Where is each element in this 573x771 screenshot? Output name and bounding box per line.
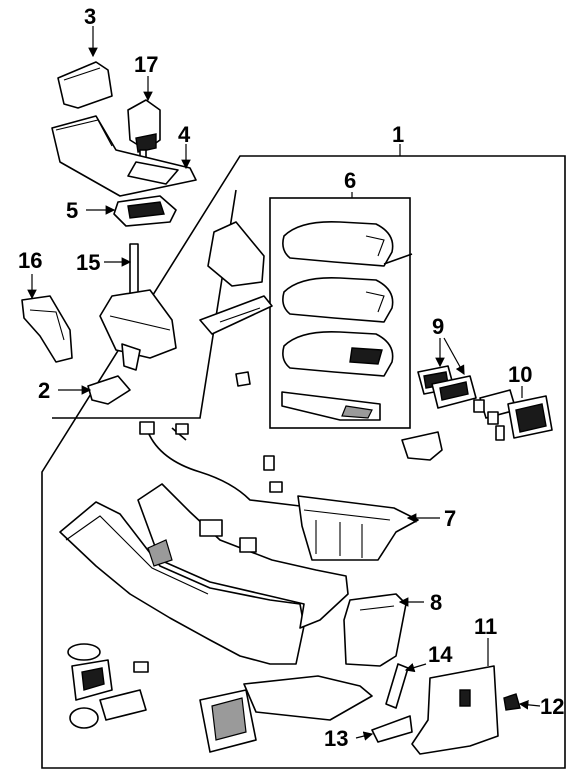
leader-9b: [443, 337, 465, 376]
callout-2: 2: [38, 378, 50, 403]
callout-16: 16: [18, 248, 42, 273]
armrest-base[interactable]: [281, 391, 381, 421]
callout-9: 9: [432, 314, 444, 339]
callout-4: 4: [178, 122, 191, 147]
callout-6: 6: [344, 168, 356, 193]
shifter-boot[interactable]: [57, 61, 113, 109]
armrest-group-box: [269, 197, 411, 429]
callout-10: 10: [508, 362, 532, 387]
shifter-bezel[interactable]: [51, 115, 197, 197]
console-body[interactable]: [59, 483, 349, 665]
wiring-harness[interactable]: [139, 421, 301, 507]
callout-15: 15: [76, 250, 100, 275]
armrest-cover-lower[interactable]: [282, 330, 394, 377]
console-mount-bracket[interactable]: [199, 221, 273, 335]
access-cover[interactable]: [371, 715, 413, 743]
rear-trim-panel[interactable]: [411, 665, 499, 755]
armrest-cover-upper[interactable]: [282, 220, 394, 267]
callout-17: 17: [134, 52, 158, 77]
support-rod[interactable]: [385, 663, 409, 709]
callout-1: 1: [392, 122, 404, 147]
callout-8: 8: [430, 590, 442, 615]
leader-14: [404, 662, 427, 673]
callout-5: 5: [66, 198, 78, 223]
trim-clip[interactable]: [503, 693, 521, 711]
callout-12: 12: [540, 694, 564, 719]
front-console-lid[interactable]: [199, 675, 373, 753]
shift-indicator[interactable]: [113, 195, 177, 227]
leader-13: [355, 731, 374, 741]
shifter-clip[interactable]: [87, 375, 131, 405]
callout-13: 13: [324, 726, 348, 751]
storage-bin[interactable]: [297, 495, 419, 561]
vent-switch-cluster[interactable]: [473, 389, 553, 441]
armrest-cover-middle[interactable]: [282, 276, 394, 323]
callout-7: 7: [444, 506, 456, 531]
callout-11: 11: [474, 614, 497, 639]
console-group-boundary: [41, 155, 566, 769]
retainer-clip[interactable]: [401, 431, 443, 461]
clip-small-a[interactable]: [235, 371, 251, 387]
shifter-bracket[interactable]: [21, 295, 73, 363]
switch-bezel[interactable]: [417, 365, 477, 409]
armrest-latch-pin: [383, 253, 413, 265]
cup-holder-parts[interactable]: [67, 643, 149, 729]
callout-14: 14: [428, 642, 453, 667]
console-side-panel[interactable]: [343, 593, 407, 667]
shift-lever[interactable]: [99, 243, 177, 371]
leader-12: [518, 700, 541, 710]
callout-3: 3: [84, 4, 96, 29]
